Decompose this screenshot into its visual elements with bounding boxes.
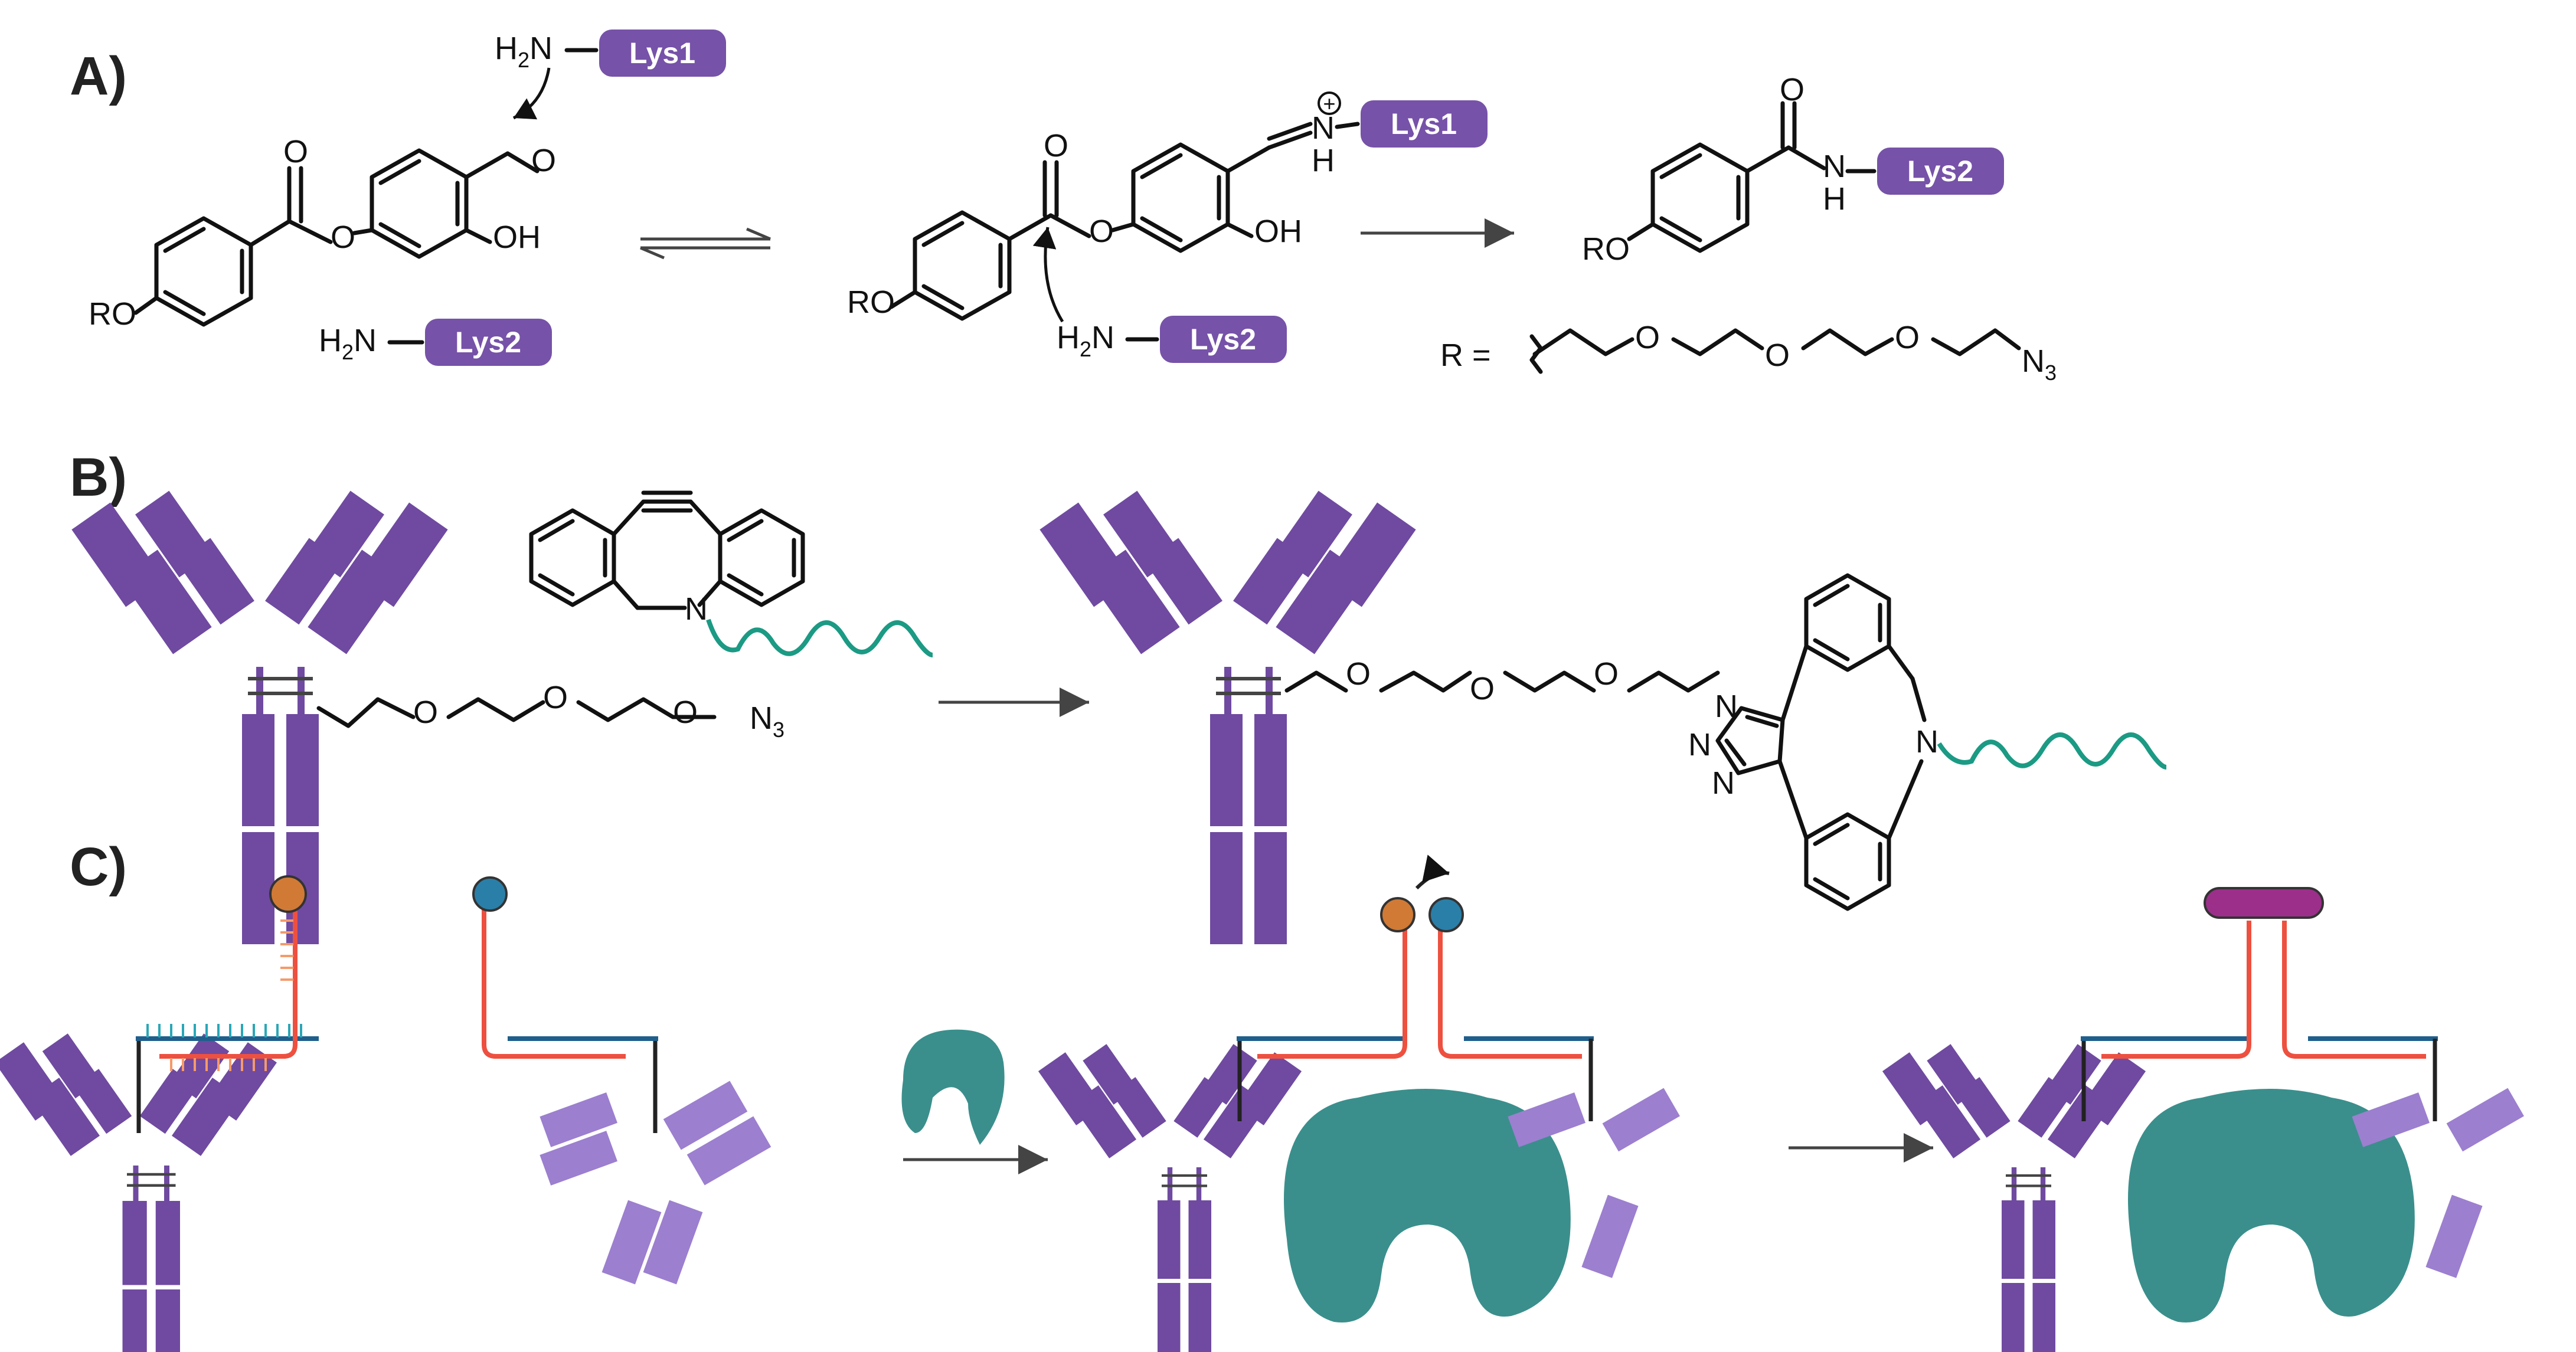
o-amide: O [1780, 72, 1804, 107]
panel-b-click-reaction: O O O N3 N [71, 490, 2167, 944]
product-n: N [1915, 724, 1938, 760]
antibody-b-right [1039, 491, 1416, 944]
pill-lys1-b [1361, 100, 1488, 148]
ro-label-1: RO [89, 296, 136, 332]
intermediate-molecule [889, 122, 1313, 321]
antibody-b-left [71, 491, 447, 944]
panel-c-assembly [0, 855, 2524, 1352]
b-o-2: O [543, 680, 568, 715]
dbco-reagent [529, 490, 805, 610]
enzyme-small [901, 1029, 1005, 1145]
pill-lys1-b-label: Lys1 [1391, 107, 1457, 140]
h2n-lys2-h: H2N [319, 323, 377, 364]
b-n3: N3 [750, 700, 784, 742]
iminium-h: H [1312, 143, 1335, 178]
ro-label-2: RO [847, 284, 895, 320]
amide-n: N [1823, 149, 1846, 184]
r-o-3: O [1895, 320, 1920, 355]
pill-lys1-a-label: Lys1 [629, 37, 695, 70]
panel-label-c: C) [70, 837, 127, 897]
probe-c-left [0, 875, 319, 1352]
iminium-n: N [1312, 110, 1335, 146]
pill-lys2-a-label: Lys2 [455, 326, 521, 359]
panel-label-a: A) [70, 46, 127, 106]
triazole-n3: N [1712, 765, 1735, 801]
pill-lys2-c [1877, 148, 2004, 195]
panel-a-reaction: RO O O O OH H2N Lys1 H2N Lys2 [89, 30, 2057, 385]
r-o-2: O [1765, 338, 1790, 373]
triazole-n1: N [1715, 689, 1738, 724]
pill-lys2-b-label: Lys2 [1190, 323, 1256, 356]
b-o-1: O [413, 695, 438, 730]
product-molecule [1627, 101, 1826, 253]
oh-label-2: OH [1254, 214, 1302, 249]
b2-o-2: O [1470, 671, 1495, 706]
amide-h: H [1823, 181, 1846, 217]
panel-label-b: B) [70, 447, 127, 508]
plus-charge-circle [1318, 91, 1341, 115]
o-carbonyl-1: O [283, 134, 308, 169]
pill-lys1-a [599, 30, 726, 77]
h2n-lys2-b-h: H2N [1057, 320, 1114, 361]
r-group-chain [1529, 328, 2021, 374]
ligated-cap [2204, 887, 2324, 919]
r-n3: N3 [2022, 343, 2057, 385]
h2n-lys1-h: H2N [495, 31, 553, 72]
triazole-product [1715, 573, 1927, 911]
probe-c-right [472, 876, 772, 1285]
pill-lys2-b [1160, 316, 1287, 363]
reactant-molecule [133, 148, 540, 327]
triazole-n2: N [1688, 727, 1711, 762]
complex-c-right [1882, 887, 2524, 1352]
o-carbonyl-2: O [1044, 128, 1068, 163]
o-ester-2: O [1089, 214, 1114, 249]
o-aldehyde: O [531, 143, 556, 178]
o-ester-1: O [331, 220, 355, 255]
pill-lys2-c-label: Lys2 [1907, 155, 1973, 188]
b2-o-1: O [1346, 656, 1371, 692]
b-o-3: O [673, 695, 698, 730]
r-equals: R = [1440, 338, 1491, 373]
dbco-n: N [685, 591, 708, 627]
pill-lys2-a [425, 319, 552, 366]
plus-charge: + [1323, 91, 1335, 116]
b2-o-3: O [1594, 656, 1619, 692]
r-o-1: O [1635, 320, 1660, 355]
complex-c-middle [1038, 855, 1680, 1352]
ro-label-3: RO [1582, 231, 1630, 267]
oligo-b-right [1937, 732, 2167, 770]
oh-label-1: OH [493, 220, 541, 255]
oligo-b-left [706, 618, 933, 657]
